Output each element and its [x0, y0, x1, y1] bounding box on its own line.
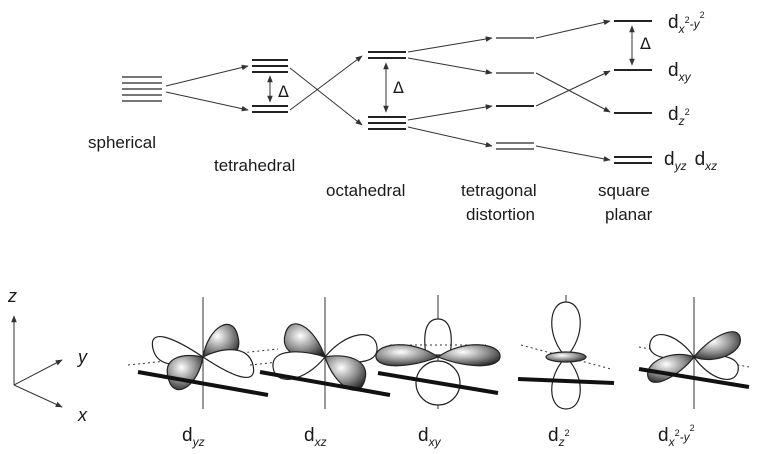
- label-planar: planar: [605, 205, 653, 224]
- orbital-label-dz2: dz2: [668, 104, 690, 128]
- label-spherical: spherical: [88, 133, 156, 152]
- orbital-picture-label-dx2y2: dx2-y2: [658, 423, 695, 449]
- orbital-picture-label-dyz: dyz: [182, 425, 205, 449]
- label-square: square: [598, 181, 650, 200]
- octahedral-delta: Δ: [393, 78, 404, 97]
- correlation-arrows: [165, 19, 611, 162]
- square-planar-levels: [614, 20, 652, 164]
- orbital-picture-label-dxy: dxy: [418, 425, 442, 449]
- square-planar-delta: Δ: [640, 34, 651, 53]
- axis-label-x: x: [77, 405, 88, 425]
- tetrahedral-delta: Δ: [278, 82, 289, 101]
- label-distortion: distortion: [466, 205, 535, 224]
- orbital-dxy-picture: [375, 295, 501, 409]
- orbital-dxz-picture: [249, 297, 401, 409]
- orbital-dz2-picture: [517, 295, 615, 410]
- orbital-dx2y2-picture: [638, 297, 750, 409]
- orbital-dyz-picture: [127, 297, 279, 409]
- orbital-label-dx2y2: dx2-y2: [668, 10, 705, 36]
- orbital-label-dxy: dxy: [668, 60, 692, 84]
- spherical-levels: [122, 76, 162, 102]
- orbital-picture-label-dxz: dxz: [304, 425, 327, 449]
- octahedral-levels: [368, 51, 406, 130]
- axis-label-y: y: [76, 347, 88, 367]
- tetrahedral-levels: [252, 59, 288, 113]
- label-octahedral: octahedral: [326, 181, 405, 200]
- label-tetrahedral: tetrahedral: [214, 156, 295, 175]
- tetragonal-levels: [496, 37, 534, 150]
- orbital-picture-label-dz2: dz2: [548, 425, 570, 449]
- axis-label-z: z: [7, 286, 17, 306]
- label-tetragonal: tetragonal: [461, 181, 537, 200]
- coordinate-axes: [11, 315, 63, 408]
